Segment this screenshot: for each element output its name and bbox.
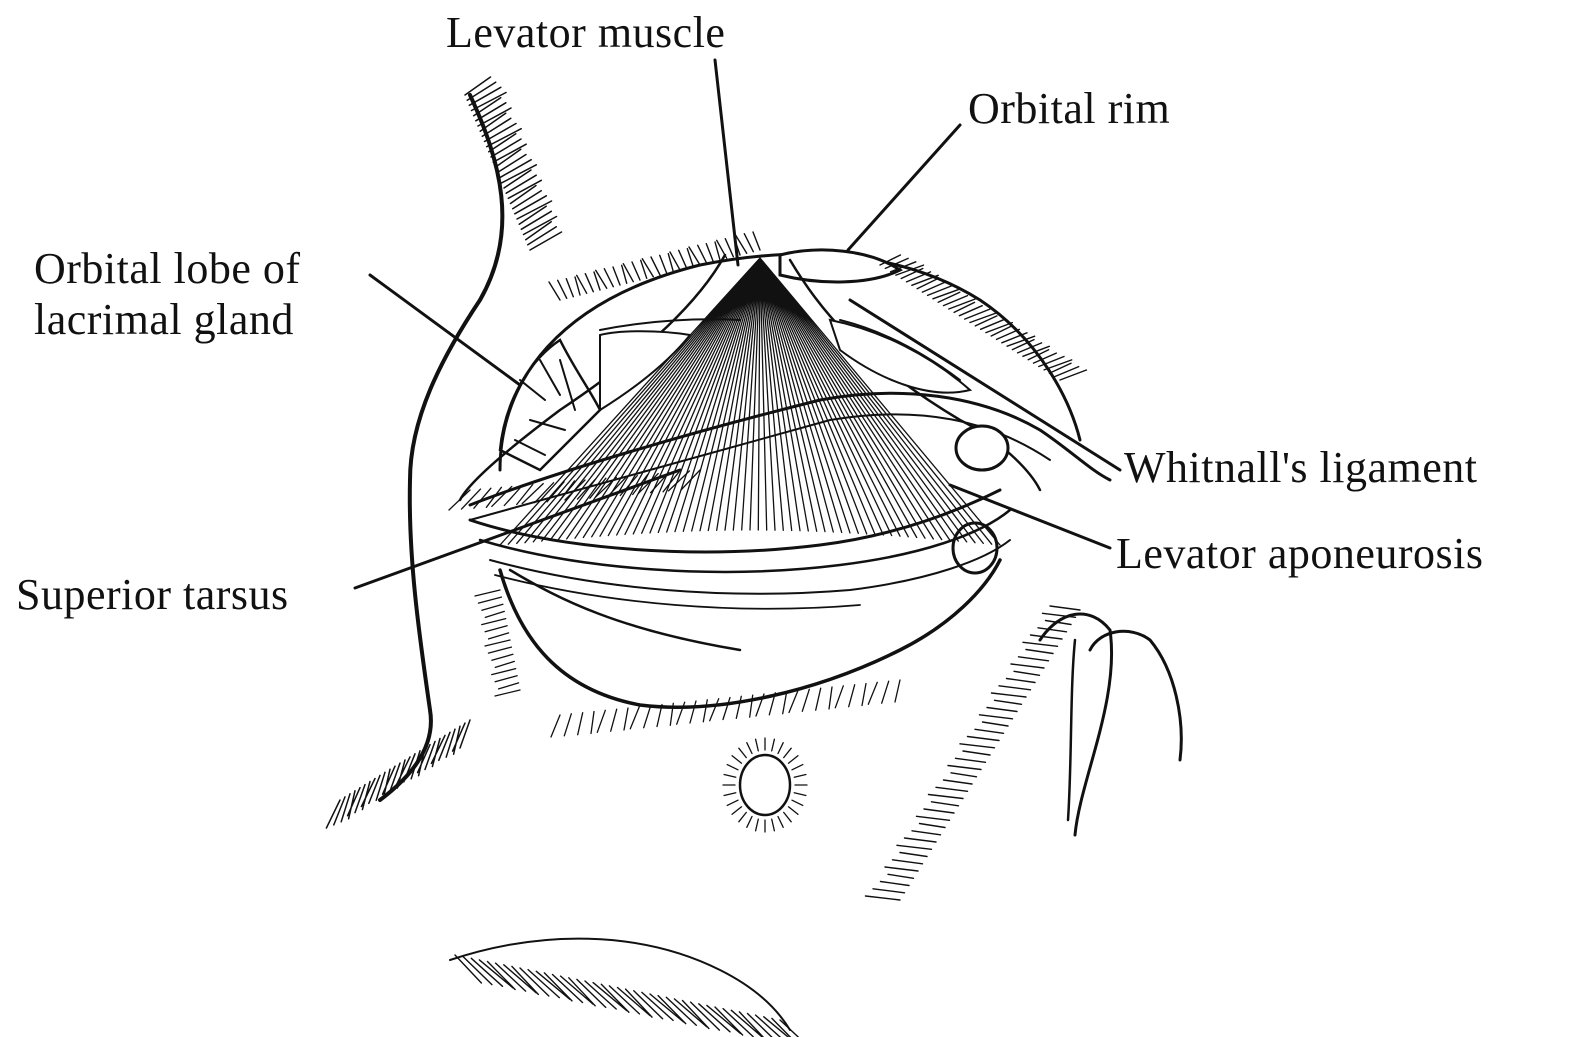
temple-contour <box>326 77 561 828</box>
levator-fan-fibers <box>500 258 1000 545</box>
label-levator-muscle: Levator muscle <box>446 8 725 59</box>
cheek-hatching <box>455 955 810 1037</box>
lower-lid-hatching <box>475 590 900 737</box>
label-orbital-lobe-line1: Orbital lobe of <box>34 244 301 293</box>
lower-eyelid <box>475 560 1000 737</box>
leader-orbital-rim <box>848 125 960 250</box>
label-orbital-lobe-line2: lacrimal gland <box>34 295 301 346</box>
cheek-contour <box>450 939 810 1037</box>
leader-levator-muscle <box>715 60 738 265</box>
label-levator-aponeurosis: Levator aponeurosis <box>1116 529 1484 580</box>
nasal-fold <box>866 606 1182 900</box>
label-whitnalls-ligament: Whitnall's ligament <box>1124 443 1477 494</box>
label-superior-tarsus: Superior tarsus <box>16 570 289 621</box>
leader-levator-aponeurosis <box>950 485 1110 548</box>
label-orbital-lobe: Orbital lobe of lacrimal gland <box>34 244 301 345</box>
leader-orbital-lobe <box>370 275 520 385</box>
label-orbital-rim: Orbital rim <box>968 84 1170 135</box>
small-nodule <box>723 738 807 832</box>
temple-hatching-top <box>465 77 562 250</box>
temple-hatching-bottom <box>326 720 470 828</box>
